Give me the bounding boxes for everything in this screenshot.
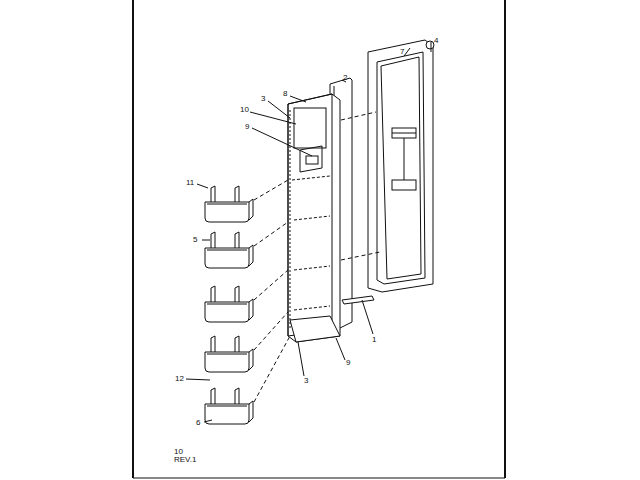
callout-number: 6: [196, 418, 200, 427]
callout-number: 1: [372, 335, 376, 344]
callout-number: 3: [261, 94, 265, 103]
callout-number: 2: [343, 73, 347, 82]
callout-number: 7: [400, 47, 404, 56]
callout-number: 9: [245, 122, 249, 131]
sheet-revision: REV.1: [174, 455, 196, 464]
callout-number: 12: [175, 374, 184, 383]
sheet-revision: 10: [174, 447, 183, 456]
callout-number: 10: [240, 105, 249, 114]
callout-number: 9: [346, 358, 350, 367]
callout-number: 4: [434, 36, 438, 45]
callout-number: 3: [304, 376, 308, 385]
callout-number: 11: [186, 178, 194, 187]
callout-number: 5: [193, 235, 197, 244]
callout-number: 8: [283, 89, 287, 98]
